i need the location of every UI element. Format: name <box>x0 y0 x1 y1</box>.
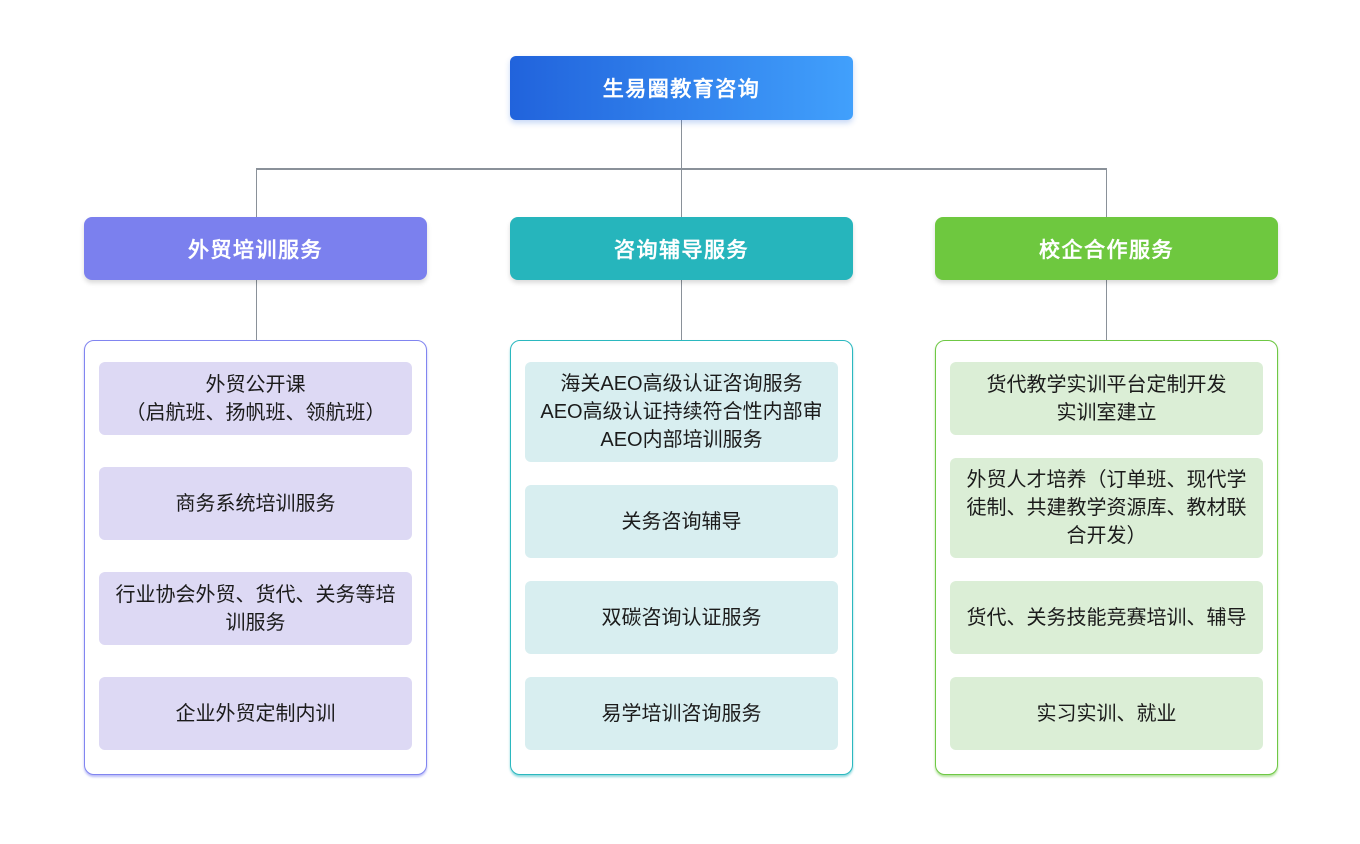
service-item: 双碳咨询认证服务 <box>525 581 838 654</box>
service-item-line: 企业外贸定制内训 <box>175 702 336 725</box>
service-item: 货代、关务技能竞赛培训、辅导 <box>950 581 1263 654</box>
branch-header-school-enterprise: 校企合作服务 <box>935 217 1278 280</box>
branch-header-label: 校企合作服务 <box>1039 238 1174 262</box>
connector-link-branch-1 <box>255 280 257 340</box>
service-item: 易学培训咨询服务 <box>525 677 838 750</box>
branch-header-trade-training: 外贸培训服务 <box>84 217 427 280</box>
branch-header-label: 咨询辅导服务 <box>614 238 749 262</box>
service-item-line: 双碳咨询认证服务 <box>601 606 762 629</box>
connector-link-branch-3 <box>1105 280 1107 340</box>
service-item-line: 易学培训咨询服务 <box>601 702 762 725</box>
service-item-line: 商务系统培训服务 <box>175 492 336 515</box>
service-item: 外贸人才培养（订单班、现代学徒制、共建教学资源库、教材联合开发） <box>950 458 1263 558</box>
service-item: 商务系统培训服务 <box>99 467 412 540</box>
connector-root-trunk <box>680 120 682 168</box>
service-item-line: 海关AEO高级认证咨询服务 <box>560 373 803 395</box>
connector-link-branch-2 <box>680 280 682 340</box>
service-item-line: 货代、关务技能竞赛培训、辅导 <box>966 606 1247 629</box>
service-item-line: 实习实训、就业 <box>1036 702 1177 725</box>
service-item: 外贸公开课 （启航班、扬帆班、领航班） <box>99 362 412 435</box>
service-item-line: 关务咨询辅导 <box>621 510 742 533</box>
connector-drop-branch-1 <box>255 168 257 217</box>
service-item: 企业外贸定制内训 <box>99 677 412 750</box>
service-item-line: 实训室建立 <box>1056 401 1157 424</box>
service-item-line: 行业协会外贸、货代、关务等培训服务 <box>115 583 396 634</box>
branch-header-label: 外贸培训服务 <box>188 238 323 262</box>
service-item-line: AEO内部培训服务 <box>600 429 763 451</box>
branch-header-consulting: 咨询辅导服务 <box>510 217 853 280</box>
service-item-line: 外贸公开课 <box>205 373 306 396</box>
connector-drop-branch-3 <box>1105 168 1107 217</box>
branch-container-school-enterprise: 货代教学实训平台定制开发 实训室建立 外贸人才培养（订单班、现代学徒制、共建教学… <box>935 340 1278 775</box>
root-node: 生易圈教育咨询 <box>510 56 853 120</box>
service-item: 货代教学实训平台定制开发 实训室建立 <box>950 362 1263 435</box>
service-item-line: （启航班、扬帆班、领航班） <box>125 401 386 424</box>
service-item: 海关AEO高级认证咨询服务 AEO高级认证持续符合性内部审 AEO内部培训服务 <box>525 362 838 462</box>
service-item: 实习实训、就业 <box>950 677 1263 750</box>
branch-container-trade-training: 外贸公开课 （启航班、扬帆班、领航班） 商务系统培训服务 行业协会外贸、货代、关… <box>84 340 427 775</box>
branch-container-consulting: 海关AEO高级认证咨询服务 AEO高级认证持续符合性内部审 AEO内部培训服务 … <box>510 340 853 775</box>
service-item: 关务咨询辅导 <box>525 485 838 558</box>
service-item-line: 货代教学实训平台定制开发 <box>986 373 1227 396</box>
root-node-label: 生易圈教育咨询 <box>602 78 761 101</box>
service-item: 行业协会外贸、货代、关务等培训服务 <box>99 572 412 645</box>
service-item-line: AEO高级认证持续符合性内部审 <box>540 401 823 423</box>
connector-drop-branch-2 <box>680 168 682 217</box>
service-item-line: 外贸人才培养（订单班、现代学徒制、共建教学资源库、教材联合开发） <box>966 469 1247 547</box>
